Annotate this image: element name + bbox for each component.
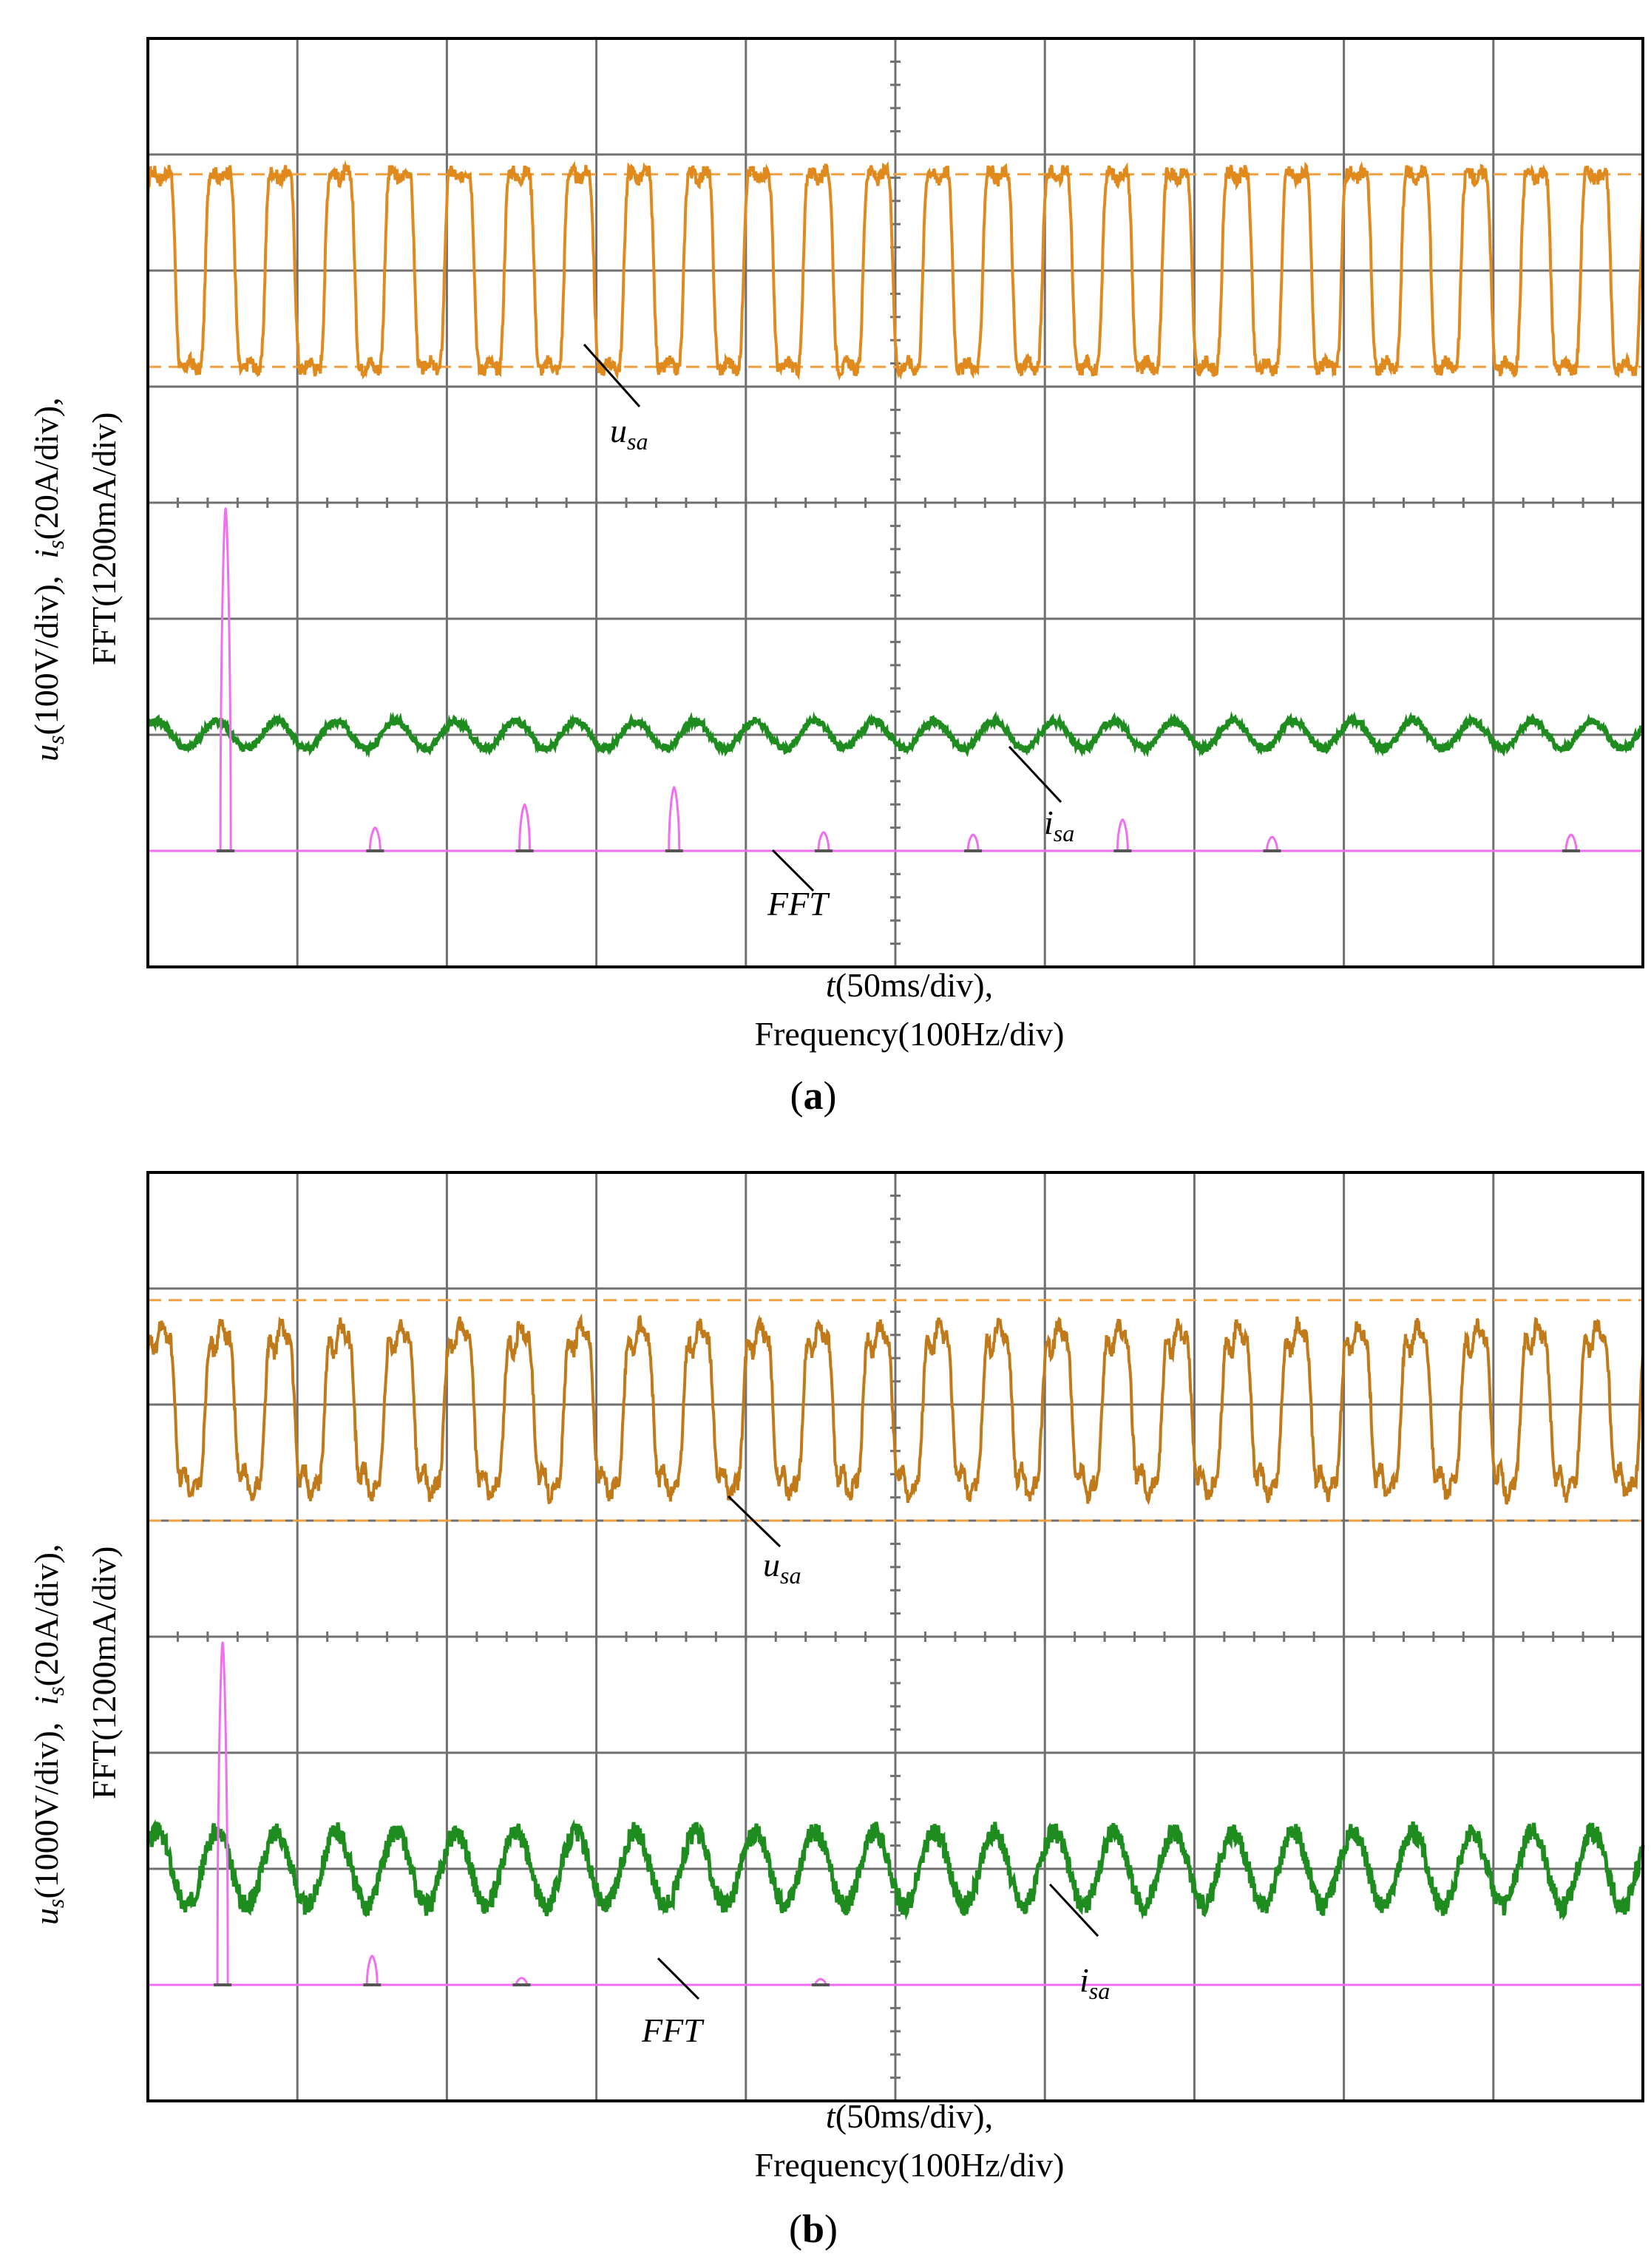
fft-peak-b-1 — [365, 1955, 379, 1986]
scope-plot-a — [146, 37, 1644, 968]
series-isa-b — [146, 1819, 1645, 1921]
series-usa-b — [146, 1313, 1644, 1506]
fft-peak-a-8 — [1564, 833, 1578, 852]
x-axis-label-a-line2: Frequency(100Hz/div) — [754, 1015, 1065, 1053]
y-axis-label-a-line1: us(100V/div), is(20A/div), — [27, 397, 69, 761]
plot-frame-a — [146, 37, 1644, 968]
fft-peak-a-6 — [1116, 818, 1129, 852]
fft-peak-b-0 — [216, 1641, 229, 1986]
fft-peak-b-3 — [814, 1977, 827, 1986]
label-isa-a: isa — [1044, 804, 1075, 846]
label-usa-b: usa — [763, 1546, 801, 1589]
series-isa-a — [146, 710, 1644, 758]
scope-plot-b — [146, 1171, 1645, 2102]
panel-b: us(1000V/div), is(20A/div), FFT(1200mA/d… — [0, 1134, 1651, 2268]
fft-marker — [512, 1983, 531, 1986]
caption-a: (a) — [790, 1073, 837, 1118]
fft-marker — [217, 849, 235, 852]
fft-peak-a-5 — [966, 833, 980, 852]
caption-b: (b) — [788, 2207, 838, 2251]
y-axis-label-b-line1: us(1000V/div), is(20A/div), — [27, 1544, 69, 1925]
label-usa-a: usa — [610, 412, 648, 455]
fft-peak-a-2 — [518, 803, 532, 852]
label-fft-b: FFT — [642, 2011, 702, 2049]
fft-peak-a-3 — [668, 786, 681, 852]
label-fft-a: FFT — [767, 885, 828, 923]
leader-isa-b — [1048, 1883, 1099, 1938]
panel-a: us(100V/div), is(20A/div), FFT(1200mA/di… — [27, 37, 1644, 1118]
label-isa-b: isa — [1079, 1961, 1111, 2004]
fft-marker — [1263, 849, 1281, 852]
fft-peak-b-2 — [515, 1977, 528, 1986]
y-axis-label-a-line2: FFT(1200mA/div) — [85, 412, 123, 665]
y-axis-label-b-line2: FFT(1200mA/div) — [85, 1546, 123, 1799]
grid-b — [146, 1171, 1644, 2102]
fft-peak-a-1 — [368, 826, 382, 852]
series-usa-a — [146, 160, 1644, 381]
fft-marker — [1562, 849, 1580, 852]
fft-marker — [665, 849, 683, 852]
leader-fft-a — [771, 849, 815, 892]
x-axis-label-a-line1: t(50ms/div), — [825, 966, 994, 1004]
leader-usa-b — [727, 1495, 782, 1548]
x-axis-label-b-line1: t(50ms/div), — [825, 2097, 994, 2135]
fft-peak-a-7 — [1266, 835, 1279, 852]
leader-usa-a — [583, 344, 641, 407]
fft-marker — [214, 1983, 232, 1986]
plot-frame-b — [146, 1171, 1644, 2102]
fft-marker — [964, 849, 983, 852]
fft-marker — [1113, 849, 1132, 852]
fft-peak-a-0 — [219, 507, 232, 852]
leader-isa-a — [1008, 745, 1062, 804]
fft-marker — [814, 849, 833, 852]
x-axis-label-b-line2: Frequency(100Hz/div) — [754, 2146, 1065, 2184]
fft-peak-a-4 — [817, 831, 830, 852]
fft-marker — [363, 1983, 382, 1986]
leader-fft-b — [657, 1957, 700, 2000]
fft-marker — [811, 1983, 830, 1986]
fft-marker — [515, 849, 534, 852]
fft-marker — [366, 849, 384, 852]
